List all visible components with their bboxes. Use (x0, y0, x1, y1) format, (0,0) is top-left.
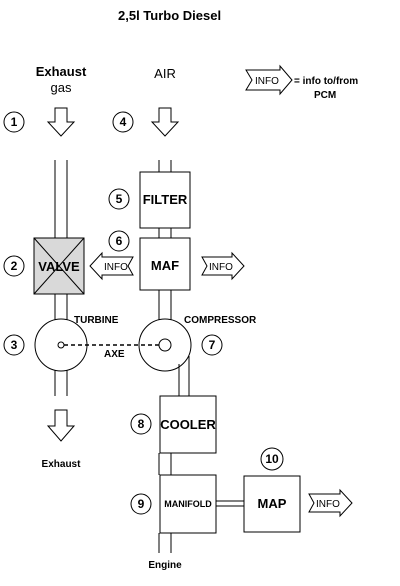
legend-info-text: INFO (255, 76, 279, 87)
maf-info-text: INFO (209, 262, 233, 273)
manifold: MANIFOLD (159, 474, 217, 534)
valve: VALVE (33, 237, 85, 295)
callout-8-text: 8 (138, 417, 145, 431)
map-label: MAP (258, 496, 287, 511)
axe-label: AXE (104, 349, 125, 360)
maf: MAF (139, 237, 191, 291)
compressor-label: COMPRESSOR (184, 315, 257, 326)
exhaust-pipe (54, 160, 68, 396)
maf-info-arrow: INFO (201, 251, 245, 281)
callout-1: 1 (3, 111, 25, 133)
callout-8: 8 (130, 413, 152, 435)
exhaust-out-label: Exhaust (42, 459, 82, 470)
callout-7-text: 7 (209, 338, 216, 352)
air-in-arrow-icon (150, 107, 180, 137)
map-sensor: MAP (243, 475, 301, 533)
map-info-arrow-icon (308, 488, 353, 518)
map-info-arrow: INFO (308, 488, 353, 518)
cooler: COOLER (159, 395, 217, 454)
valve-label: VALVE (38, 259, 80, 274)
maf-info-arrow-icon (201, 251, 245, 281)
callout-2-text: 2 (11, 259, 18, 273)
callout-9-text: 9 (138, 497, 145, 511)
callout-6: 6 (108, 230, 130, 252)
diagram-title: 2,5l Turbo Diesel (118, 8, 221, 23)
callout-7: 7 (201, 334, 223, 356)
exhaust-gas-label-line1: Exhaust (36, 64, 87, 79)
filter: FILTER (139, 171, 191, 229)
maf-label: MAF (151, 258, 179, 273)
air-label: AIR (154, 66, 176, 81)
intake-pipe (158, 160, 172, 323)
callout-9: 9 (130, 493, 152, 515)
legend-info-arrow-icon (245, 64, 293, 96)
callout-4: 4 (112, 111, 134, 133)
turbocharger: TURBINE COMPRESSOR AXE (34, 315, 257, 372)
exhaust-in-arrow-icon (46, 107, 76, 137)
charge-pipe (158, 356, 190, 553)
legend: INFO = info to/from PCM (245, 64, 358, 101)
callout-10-text: 10 (265, 452, 279, 466)
valve-info-text: INFO (104, 262, 128, 273)
engine-label: Engine (148, 560, 182, 571)
callout-1-text: 1 (11, 115, 18, 129)
legend-line1: = info to/from (294, 76, 358, 87)
callout-6-text: 6 (116, 234, 123, 248)
compressor-wheel (138, 318, 192, 372)
callout-10: 10 (260, 447, 284, 471)
valve-info-arrow-icon (89, 251, 134, 281)
legend-line2: PCM (314, 90, 336, 101)
callout-3-text: 3 (11, 338, 18, 352)
manifold-label: MANIFOLD (164, 499, 212, 509)
turbine-label: TURBINE (74, 315, 119, 326)
valve-info-arrow: INFO (89, 251, 134, 281)
callout-4-text: 4 (120, 115, 127, 129)
callout-5-text: 5 (116, 192, 123, 206)
callout-2: 2 (3, 255, 25, 277)
map-info-text: INFO (316, 499, 340, 510)
exhaust-gas-label-line2: gas (51, 80, 72, 95)
callout-5: 5 (108, 188, 130, 210)
cooler-label: COOLER (160, 417, 216, 432)
exhaust-out-arrow-icon (46, 409, 76, 442)
callout-3: 3 (3, 334, 25, 356)
filter-label: FILTER (143, 192, 188, 207)
